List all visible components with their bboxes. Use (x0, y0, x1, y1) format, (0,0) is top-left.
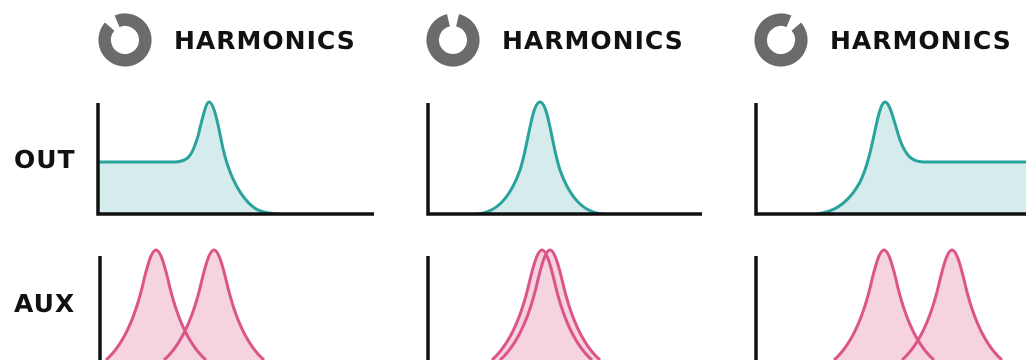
out-curve (473, 100, 607, 216)
column-header-1: HARMONICS (96, 10, 356, 70)
dial-gap-bottom-right-icon (754, 13, 808, 67)
out-curve-fill (474, 102, 606, 214)
aux-plot-3 (754, 248, 1003, 360)
out-curve (98, 100, 287, 216)
aux-curve-fill (106, 250, 206, 360)
aux-curve (163, 248, 265, 360)
dial-gap-bottom-left-icon (98, 13, 152, 67)
aux-curve (105, 248, 207, 360)
column-title: HARMONICS (830, 25, 1012, 55)
aux-curve-fill (500, 250, 600, 360)
column-title: HARMONICS (174, 25, 356, 55)
aux-curve (491, 248, 593, 360)
column-title: HARMONICS (502, 25, 684, 55)
column-header-2: HARMONICS (424, 10, 684, 70)
out-curve-fill (812, 102, 1026, 214)
row-label-out: OUT (14, 145, 76, 174)
harmonics-knob-icon[interactable] (752, 11, 810, 69)
aux-curve-fill (902, 250, 1002, 360)
out-curve-fill (98, 102, 286, 214)
plot-axes (96, 103, 374, 216)
row-label-aux: AUX (14, 289, 76, 318)
harmonics-knob-icon[interactable] (96, 11, 154, 69)
aux-curve (901, 248, 1003, 360)
plot-axes (754, 103, 1026, 216)
harmonics-knob-icon[interactable] (424, 11, 482, 69)
aux-curve-fill (164, 250, 264, 360)
out-plot-3 (754, 100, 1026, 216)
dial-gap-top-icon (426, 14, 480, 67)
column-header-3: HARMONICS (752, 10, 1012, 70)
out-curve (811, 100, 1026, 216)
plot-axes (426, 103, 702, 216)
out-plot-1 (96, 100, 374, 216)
aux-curve (833, 248, 935, 360)
aux-curve-fill (834, 250, 934, 360)
aux-curve (499, 248, 601, 360)
aux-plot-2 (426, 248, 601, 360)
out-plot-2 (426, 100, 702, 216)
aux-plot-1 (98, 248, 265, 360)
